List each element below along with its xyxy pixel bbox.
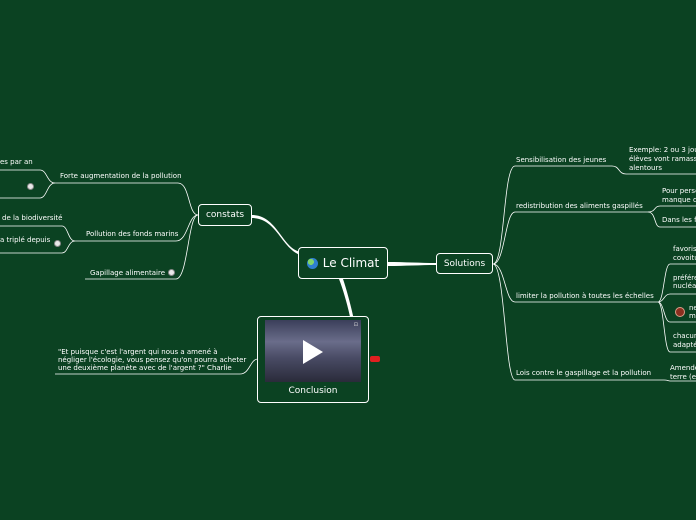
conclusion-node[interactable]: ⊡ Conclusion	[257, 316, 369, 403]
topic-fonds-marins[interactable]: Pollution des fonds marins	[86, 230, 179, 238]
subtopic-label[interactable]: de la biodiversité	[2, 214, 63, 222]
subtopic-label[interactable]: favoris	[673, 245, 696, 253]
central-node[interactable]: Le Climat	[298, 247, 388, 279]
subtopic-label[interactable]: Dans les f	[662, 216, 696, 224]
quote-line[interactable]: négliger l'écologie, vous pensez qu'on p…	[58, 356, 247, 364]
flower-icon	[675, 307, 685, 317]
globe-icon	[306, 257, 318, 269]
topic-pollution[interactable]: Forte augmentation de la pollution	[60, 172, 182, 180]
subtopic-label[interactable]: a triplé depuis	[0, 236, 51, 244]
branch-solutions[interactable]: Solutions	[436, 253, 493, 274]
conclusion-title: Conclusion	[288, 386, 338, 396]
topic-sensibilisation[interactable]: Sensibilisation des jeunes	[516, 156, 607, 164]
subtopic-label[interactable]: préfére	[673, 274, 696, 282]
video-thumbnail[interactable]: ⊡	[265, 320, 361, 382]
subtopic-label[interactable]: Amende	[670, 364, 696, 372]
subtopic-label[interactable]: ne	[689, 304, 696, 312]
subtopic-label[interactable]: chacun	[673, 332, 696, 340]
subtopic-label[interactable]: manque d	[662, 196, 696, 204]
branch-constats[interactable]: constats	[198, 204, 252, 226]
subtopic-label[interactable]: Pour perso	[662, 187, 696, 195]
subtopic-label[interactable]: adapté	[673, 341, 696, 349]
attachment-icon[interactable]	[54, 240, 61, 247]
subtopic-label[interactable]: covoitu	[673, 254, 696, 262]
attachment-icon[interactable]	[27, 183, 34, 190]
subtopic-label[interactable]: terre (e	[670, 373, 696, 381]
quote-line[interactable]: une deuxième planète avec de l'argent ?"…	[58, 364, 232, 372]
play-icon[interactable]	[303, 340, 323, 364]
topic-redistribution[interactable]: redistribution des aliments gaspillés	[516, 202, 643, 210]
subtopic-label[interactable]: alentours	[629, 164, 662, 172]
branch-constats-label: constats	[205, 210, 245, 220]
subtopic-label[interactable]: m	[689, 312, 696, 320]
quote-line[interactable]: "Et puisque c'est l'argent qui nous a am…	[58, 348, 218, 356]
topic-gaspillage[interactable]: Gapillage alimentaire	[90, 269, 166, 277]
topic-lois[interactable]: Lois contre le gaspillage et la pollutio…	[516, 369, 652, 377]
branch-solutions-label: Solutions	[443, 258, 486, 269]
expand-icon[interactable]: ⊡	[353, 322, 358, 328]
subtopic-label[interactable]: es par an	[0, 158, 33, 166]
attachment-icon[interactable]	[168, 269, 175, 276]
subtopic-label[interactable]: nucléa	[673, 282, 696, 290]
flag-icon	[370, 356, 380, 362]
topic-limiter-pollution[interactable]: limiter la pollution à toutes les échell…	[516, 292, 654, 300]
central-title: Le Climat	[322, 256, 380, 270]
subtopic-label[interactable]: Exemple: 2 ou 3 jou	[629, 146, 696, 154]
subtopic-label[interactable]: élèves vont ramasse	[629, 155, 696, 163]
